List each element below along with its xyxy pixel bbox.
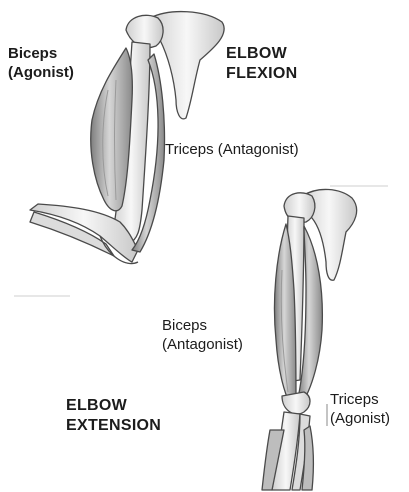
flexion-biceps-line1: Biceps	[8, 44, 74, 63]
extension-title: ELBOW EXTENSION	[66, 396, 161, 436]
flexion-biceps-line2: (Agonist)	[8, 63, 74, 82]
extension-biceps-line1: Biceps	[162, 316, 243, 335]
extension-triceps-label: Triceps (Agonist)	[330, 390, 390, 428]
extension-biceps-line2: (Antagonist)	[162, 335, 243, 354]
flexion-biceps-muscle	[91, 48, 133, 211]
extension-title-line1: ELBOW	[66, 396, 161, 416]
flexion-title-line2: FLEXION	[226, 64, 297, 84]
extension-triceps-line2: (Agonist)	[330, 409, 390, 428]
flexion-title-line1: ELBOW	[226, 44, 297, 64]
flexion-title: ELBOW FLEXION	[226, 44, 297, 84]
flexion-triceps-label: Triceps (Antagonist)	[165, 140, 299, 159]
extended-arm	[262, 189, 357, 490]
extension-biceps-label: Biceps (Antagonist)	[162, 316, 243, 354]
flexion-biceps-label: Biceps (Agonist)	[8, 44, 74, 82]
extension-title-line2: EXTENSION	[66, 416, 161, 436]
flexion-triceps-text: Triceps (Antagonist)	[165, 140, 299, 159]
extension-triceps-line1: Triceps	[330, 390, 390, 409]
